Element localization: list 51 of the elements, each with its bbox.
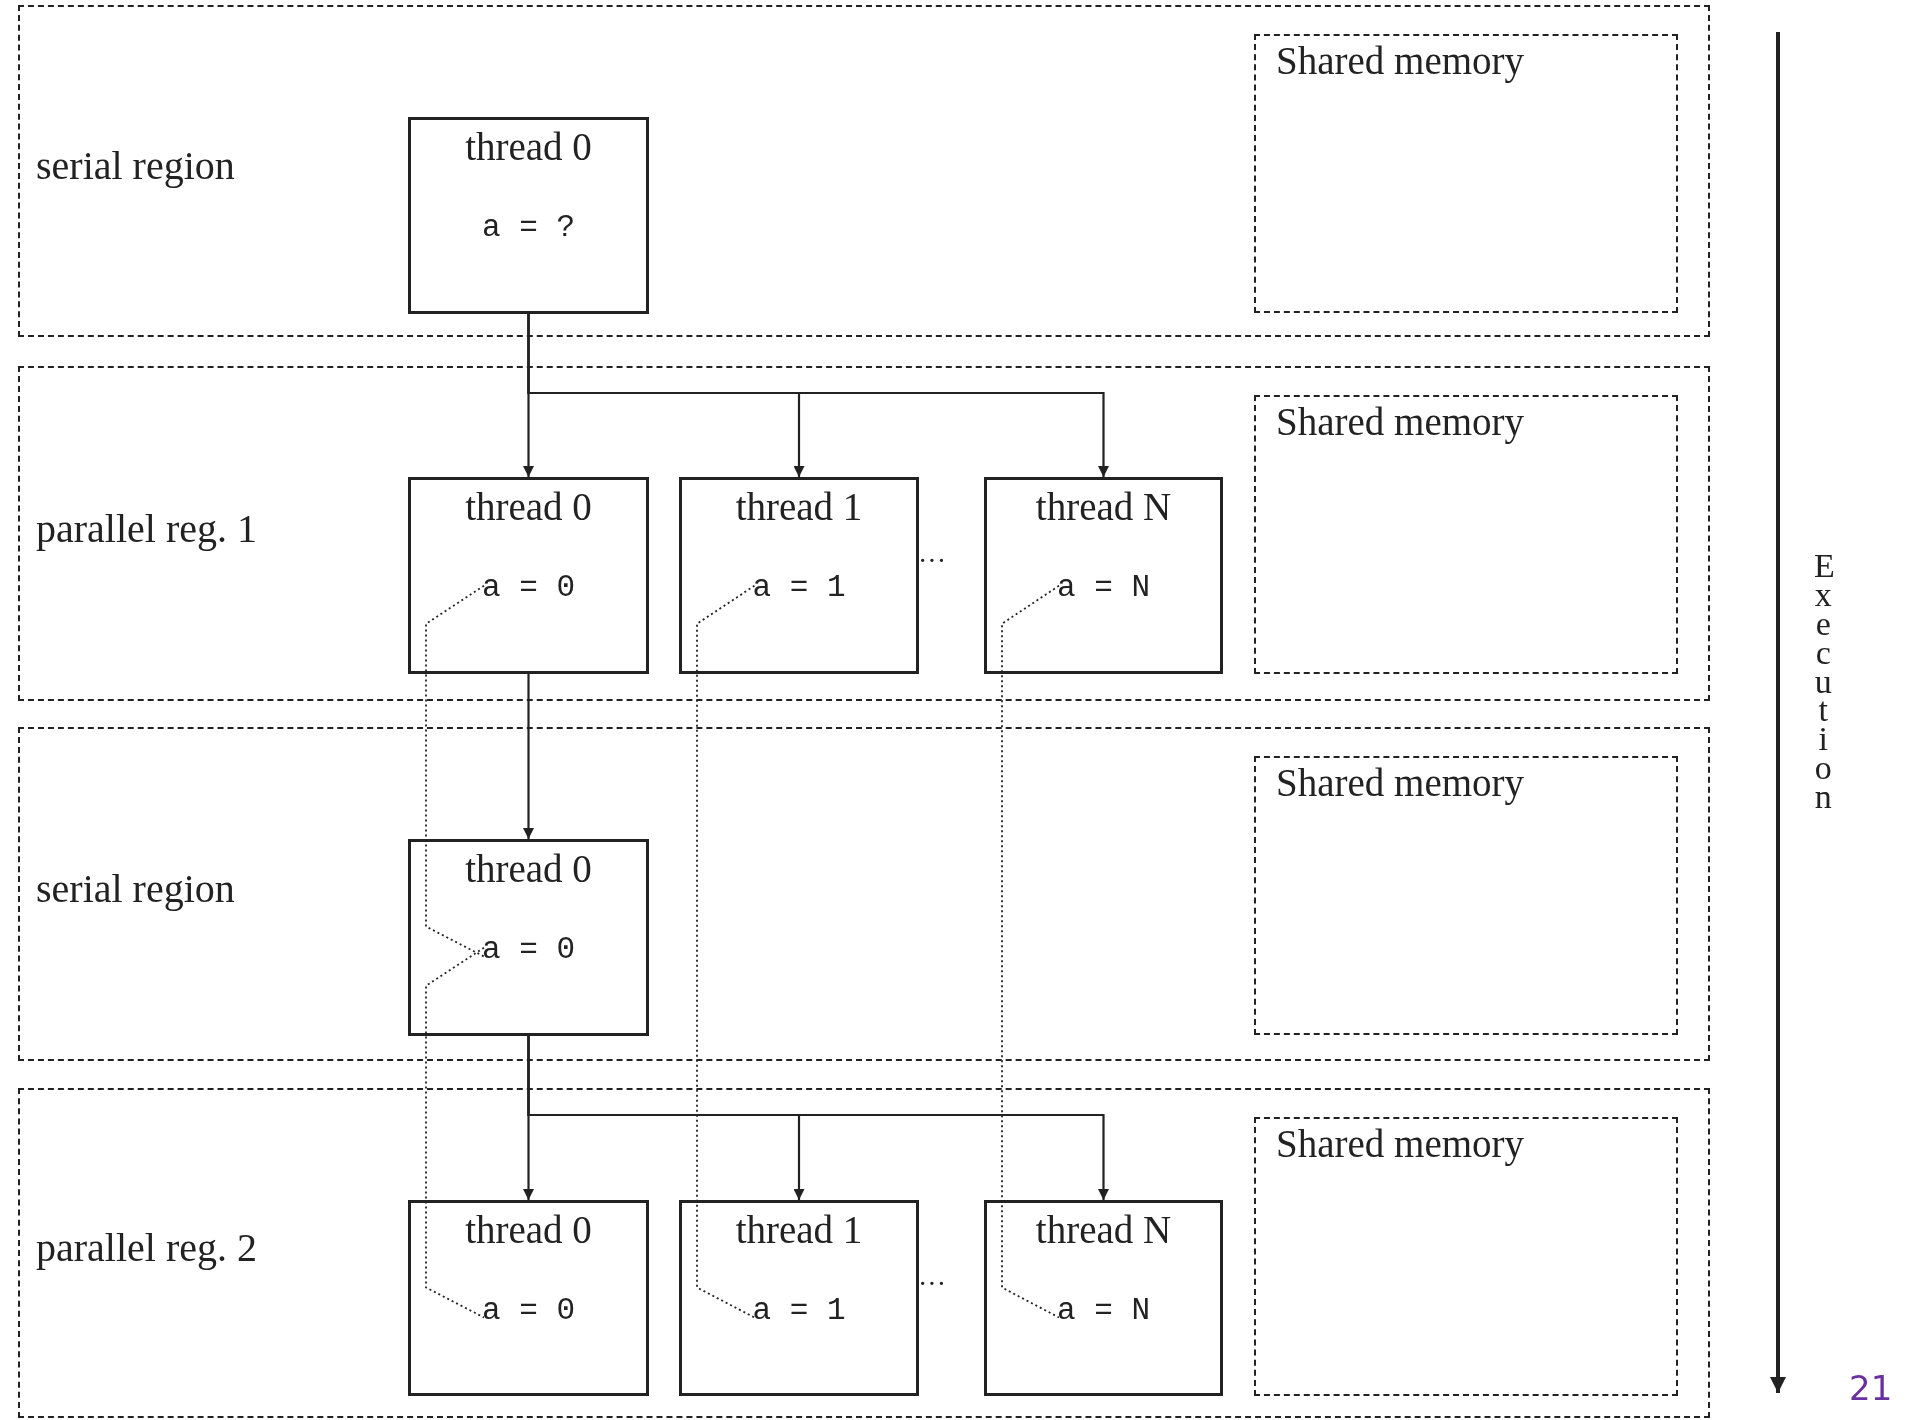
shared-memory-box [1254,756,1678,1035]
thread-box [984,477,1223,674]
shared-memory-box [1254,34,1678,313]
arrow [527,1036,1109,1200]
thread-box [408,117,649,314]
region-band [18,1088,1710,1418]
region-label: parallel reg. 2 [36,1224,257,1271]
thread-box [408,477,649,674]
thread-label: thread 0 [464,124,593,169]
page-number: 21 [1849,1368,1893,1408]
shared-memory-box [1254,1117,1678,1396]
dotted-connector [696,584,756,1319]
dotted-connector [425,584,485,958]
arrow [523,674,534,839]
arrow [527,314,1109,477]
region-label: serial region [36,865,235,912]
dotted-connector [425,946,485,1319]
shared-memory-label: Shared memory [1276,38,1524,83]
thread-label: thread 0 [464,484,593,529]
dotted-connector [1001,584,1060,1319]
variable-value: a = N [1057,570,1150,605]
variable-value: a = N [1057,1293,1150,1328]
ellipsis: ··· [918,545,946,577]
thread-label: thread 0 [464,1207,593,1252]
thread-box [679,1200,919,1396]
thread-box [984,1200,1223,1396]
thread-box [679,477,919,674]
thread-label: thread 1 [734,1207,864,1252]
axis-label: Execution [1814,552,1833,812]
variable-value: a = 0 [482,932,575,967]
thread-label: thread N [1034,484,1173,529]
variable-value: a = 0 [482,1293,575,1328]
thread-label: thread 1 [734,484,864,529]
region-band [18,5,1710,337]
shared-memory-label: Shared memory [1276,399,1524,444]
shared-memory-label: Shared memory [1276,1121,1524,1166]
region-label: parallel reg. 1 [36,504,257,552]
region-band [18,727,1710,1061]
shared-memory-box [1254,395,1678,674]
variable-value: a = ? [482,210,575,245]
thread-label: thread N [1034,1207,1173,1252]
shared-memory-label: Shared memory [1276,760,1524,805]
region-band [18,366,1710,701]
variable-value: a = 1 [752,1293,846,1328]
thread-box [408,1200,649,1396]
region-label: serial region [36,142,235,189]
thread-box [408,839,649,1036]
variable-value: a = 0 [482,570,575,605]
thread-label: thread 0 [464,846,593,891]
variable-value: a = 1 [752,570,846,605]
ellipsis: ··· [918,1268,946,1300]
